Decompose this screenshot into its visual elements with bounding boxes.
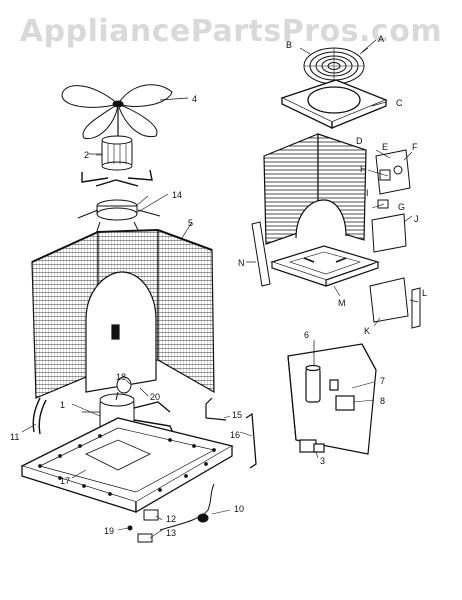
callout-A: A — [378, 34, 384, 44]
liquid-line — [245, 412, 257, 469]
callout-20: 20 — [150, 392, 160, 402]
fan-motor — [88, 108, 133, 171]
callout-C: C — [396, 98, 403, 108]
callout-1: 1 — [60, 400, 65, 410]
callout-5: 5 — [188, 218, 193, 228]
callout-10: 10 — [234, 504, 244, 514]
pressure-switch — [127, 509, 159, 543]
condenser-coil — [31, 221, 215, 399]
callout-N: N — [238, 258, 245, 268]
callout-H: H — [360, 164, 367, 174]
callout-I: I — [366, 188, 369, 198]
top-panel — [280, 79, 388, 130]
leader-lines — [21, 39, 413, 539]
callout-F: F — [412, 142, 418, 152]
callout-6: 6 — [304, 330, 309, 340]
callout-J: J — [414, 214, 419, 224]
coil-guard-grille — [263, 133, 367, 245]
callout-14: 14 — [172, 190, 182, 200]
base-pan — [20, 417, 234, 514]
callout-K: K — [364, 326, 370, 336]
callout-3: 3 — [320, 456, 325, 466]
callout-D: D — [356, 136, 363, 146]
motor-mount — [81, 169, 153, 187]
callout-15: 15 — [232, 410, 242, 420]
callout-16: 16 — [230, 430, 240, 440]
callout-4: 4 — [192, 94, 197, 104]
callout-12: 12 — [166, 514, 176, 524]
callout-17: 17 — [60, 476, 70, 486]
callout-M: M — [338, 298, 346, 308]
top-fan-guard — [299, 47, 369, 85]
callout-E: E — [382, 142, 388, 152]
callout-8: 8 — [380, 396, 385, 406]
reversing-tube — [205, 397, 227, 421]
drain-pan — [270, 245, 380, 287]
control-panel — [287, 340, 377, 455]
callout-19: 19 — [104, 526, 114, 536]
fan-guard-ring — [77, 193, 169, 235]
callout-11: 11 — [10, 432, 19, 442]
callout-G: G — [398, 202, 405, 212]
watermark: AppliancePartsPros.com — [19, 14, 443, 49]
corner-post — [246, 221, 271, 287]
wire-harness — [159, 483, 215, 531]
callout-labels: 4 2 14 5 18 20 1 15 16 11 17 10 12 13 19… — [10, 34, 427, 538]
callout-7: 7 — [380, 376, 385, 386]
callout-18: 18 — [116, 372, 126, 382]
callout-13: 13 — [166, 528, 176, 538]
callout-L: L — [422, 288, 427, 298]
callout-2: 2 — [84, 150, 89, 160]
fan-blade — [61, 84, 189, 140]
control-bracket — [369, 149, 421, 329]
callout-B: B — [286, 40, 292, 50]
